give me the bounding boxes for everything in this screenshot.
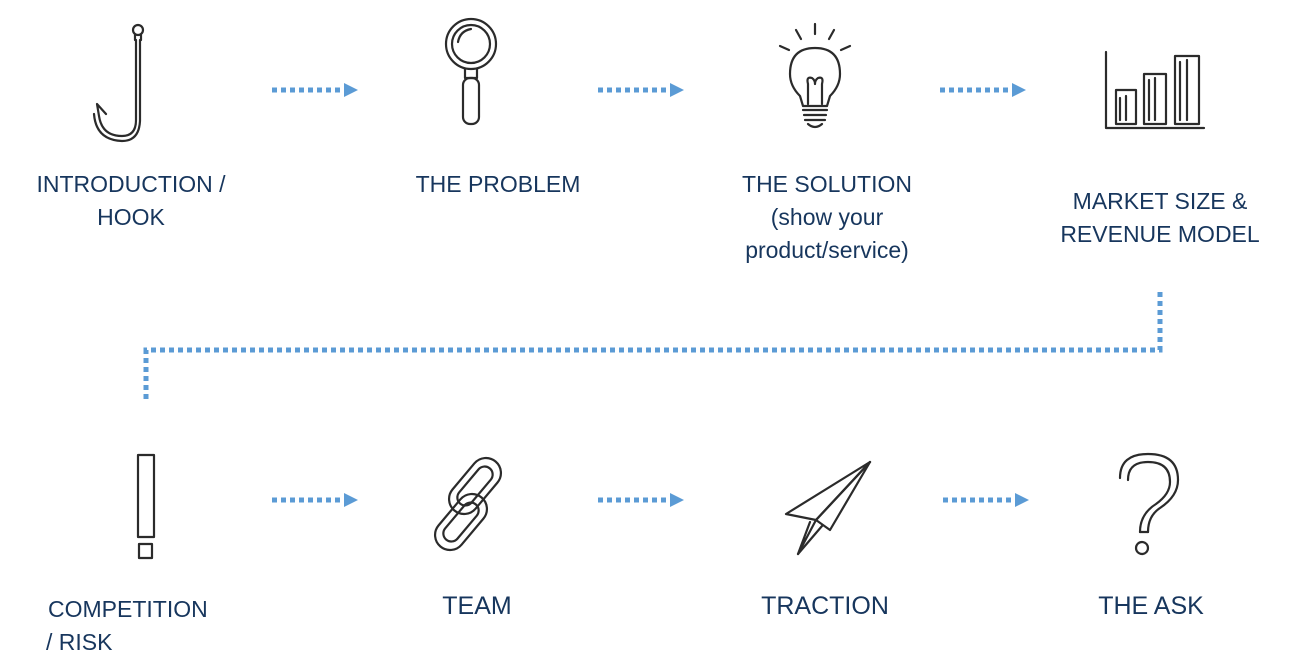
light-bulb-icon — [770, 22, 860, 134]
magnifying-glass-icon — [436, 12, 506, 130]
step-label-ask: THE ASK — [1046, 590, 1256, 623]
step-label-solution: THE SOLUTION (show your product/service) — [700, 168, 954, 267]
step-label-competition: COMPETITION / RISK — [46, 593, 208, 659]
paper-plane-icon — [780, 458, 876, 562]
fishing-hook-icon — [92, 22, 162, 144]
step-label-introduction: INTRODUCTION / HOOK — [0, 168, 262, 234]
label-line: (show your — [770, 204, 884, 230]
label-line: / RISK — [46, 629, 113, 655]
label-line: TRACTION — [761, 592, 889, 620]
label-line: TEAM — [442, 592, 512, 620]
flow-arrow-3 — [940, 83, 1028, 97]
step-label-traction: TRACTION — [720, 590, 930, 623]
flow-arrow-2 — [598, 83, 686, 97]
label-line: product/service) — [745, 237, 909, 263]
flow-arrow-4 — [272, 493, 360, 507]
step-label-problem: THE PROBLEM — [370, 168, 626, 201]
question-mark-icon — [1114, 450, 1184, 560]
bar-chart-icon — [1100, 50, 1210, 134]
label-line: THE SOLUTION — [742, 171, 912, 197]
step-label-team: TEAM — [380, 590, 574, 623]
label-line: HOOK — [97, 204, 165, 230]
label-line: INTRODUCTION / — [36, 171, 226, 197]
flow-arrow-1 — [272, 83, 360, 97]
flow-arrow-6 — [943, 493, 1031, 507]
label-line: MARKET SIZE & — [1072, 188, 1248, 214]
flow-arrow-5 — [598, 493, 686, 507]
label-line: REVENUE MODEL — [1060, 221, 1260, 247]
exclamation-mark-icon — [132, 452, 162, 564]
label-line: THE PROBLEM — [415, 171, 581, 197]
label-line: COMPETITION — [48, 596, 208, 622]
chain-link-icon — [416, 448, 526, 558]
label-line: THE ASK — [1098, 592, 1204, 620]
step-label-market: MARKET SIZE & REVENUE MODEL — [1034, 185, 1286, 251]
